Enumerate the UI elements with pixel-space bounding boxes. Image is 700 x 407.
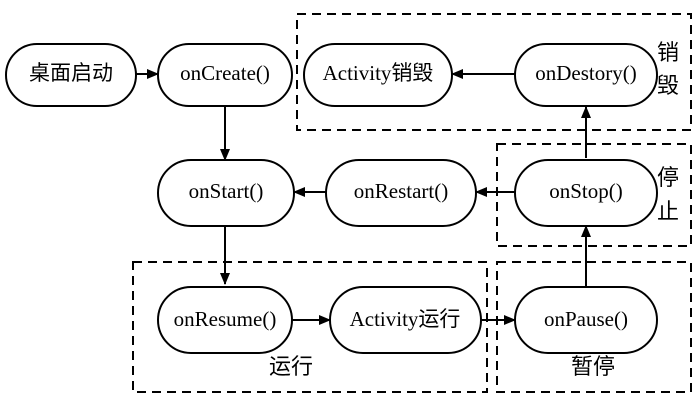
node-destroyed-label: Activity销毁 <box>323 61 434 85</box>
node-oncreate-shape <box>157 43 293 107</box>
group-pause-label: 暂停 <box>571 354 615 379</box>
node-onresume-shape <box>157 286 293 354</box>
node-onresume-label: onResume() <box>174 307 277 331</box>
node-onrestart-shape <box>325 159 477 227</box>
node-ondestroy: onDestory() <box>514 43 658 107</box>
group-run-label: 运行 <box>269 354 313 379</box>
node-onstart-shape <box>157 159 295 227</box>
node-onresume: onResume() <box>157 286 293 354</box>
group-destroy-border <box>296 13 692 131</box>
node-launch: 桌面启动 <box>5 43 137 107</box>
group-stop-border <box>496 143 692 247</box>
node-oncreate: onCreate() <box>157 43 293 107</box>
group-stop-label-line2: 止 <box>657 199 679 224</box>
node-onstart: onStart() <box>157 159 295 227</box>
node-launch-shape <box>5 43 137 107</box>
group-destroy: 销 毁 <box>296 13 692 131</box>
node-onstop-label: onStop() <box>549 179 623 203</box>
node-onrestart: onRestart() <box>325 159 477 227</box>
group-stop: 停 止 <box>496 143 692 247</box>
group-pause-border <box>496 261 692 393</box>
node-ondestroy-label: onDestory() <box>535 61 636 85</box>
node-destroyed-shape <box>303 43 453 107</box>
node-onrestart-label: onRestart() <box>354 179 448 203</box>
node-ondestroy-shape <box>514 43 658 107</box>
node-destroyed: Activity销毁 <box>303 43 453 107</box>
node-running-label: Activity运行 <box>350 307 461 331</box>
edges <box>136 69 591 325</box>
node-oncreate-label: onCreate() <box>180 61 270 85</box>
group-stop-label-line1: 停 <box>657 165 679 190</box>
node-launch-label: 桌面启动 <box>29 61 113 85</box>
node-running: Activity运行 <box>329 286 482 354</box>
group-pause: 暂停 <box>496 261 692 393</box>
group-run: 运行 <box>132 261 488 393</box>
node-onstart-label: onStart() <box>189 179 264 203</box>
group-destroy-label-line2: 毁 <box>657 73 679 98</box>
node-onpause-shape <box>514 286 658 354</box>
group-destroy-label-line1: 销 <box>657 40 679 65</box>
node-onpause-label: onPause() <box>544 307 628 331</box>
node-onstop-shape <box>514 159 658 227</box>
group-run-border <box>132 261 488 393</box>
node-onstop: onStop() <box>514 159 658 227</box>
node-running-shape <box>329 286 482 354</box>
node-onpause: onPause() <box>514 286 658 354</box>
